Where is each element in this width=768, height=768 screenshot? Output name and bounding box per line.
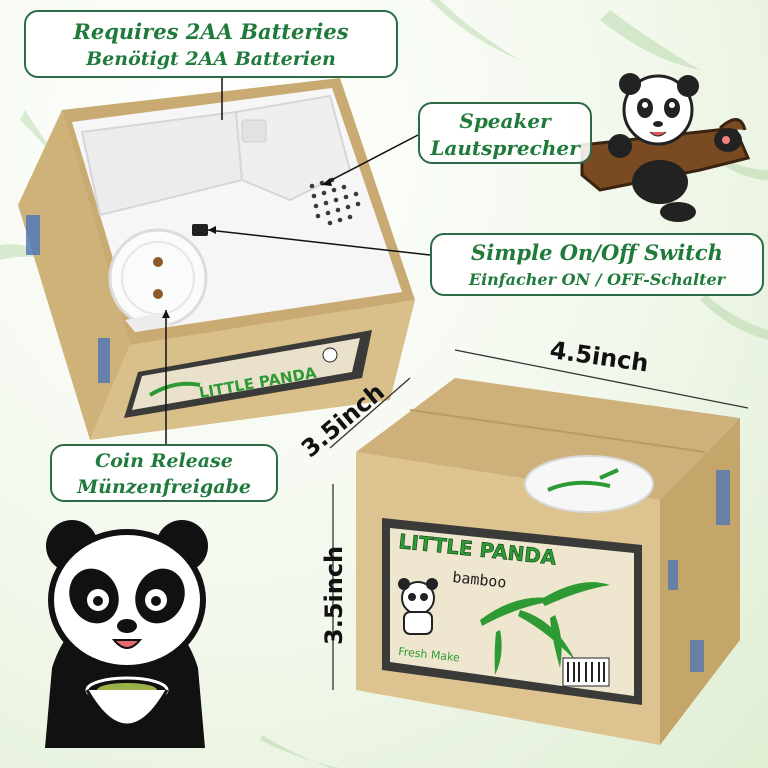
callout-batteries-en: Requires 2AA Batteries (73, 19, 349, 44)
panda-holding-bowl-illustration (45, 520, 208, 748)
coin-release-dial (108, 228, 208, 328)
dimension-lines (329, 349, 749, 690)
dimension-height-label: 3.5inch (320, 545, 348, 645)
callout-coin-release: Coin Release Münzenfreigabe (50, 444, 278, 502)
callout-speaker: Speaker Lautsprecher (418, 102, 592, 164)
product-sub-label: bamboo (452, 568, 508, 592)
closed-box (356, 378, 740, 745)
callout-speaker-en: Speaker (459, 109, 551, 133)
label-panda (398, 578, 438, 635)
callout-batteries: Requires 2AA Batteries Benötigt 2AA Batt… (24, 10, 398, 78)
callout-coin-de: Münzenfreigabe (77, 476, 251, 498)
callout-batteries-de: Benötigt 2AA Batterien (86, 48, 336, 70)
on-off-switch (192, 224, 208, 236)
product-tag-label: Fresh Make (398, 645, 461, 664)
label-bamboo-leaves (480, 582, 610, 675)
callout-switch-de: Einfacher ON / OFF-Schalter (468, 270, 726, 289)
opened-box: LITTLE PANDA (18, 78, 415, 440)
callout-switch: Simple On/Off Switch Einfacher ON / OFF-… (430, 233, 764, 296)
callout-lines (165, 78, 431, 444)
callout-coin-en: Coin Release (95, 450, 233, 472)
callout-speaker-de: Lautsprecher (430, 136, 580, 160)
callout-switch-en: Simple On/Off Switch (471, 240, 723, 265)
panda-on-log-illustration (580, 73, 751, 222)
callout-arrowheads (162, 178, 332, 318)
